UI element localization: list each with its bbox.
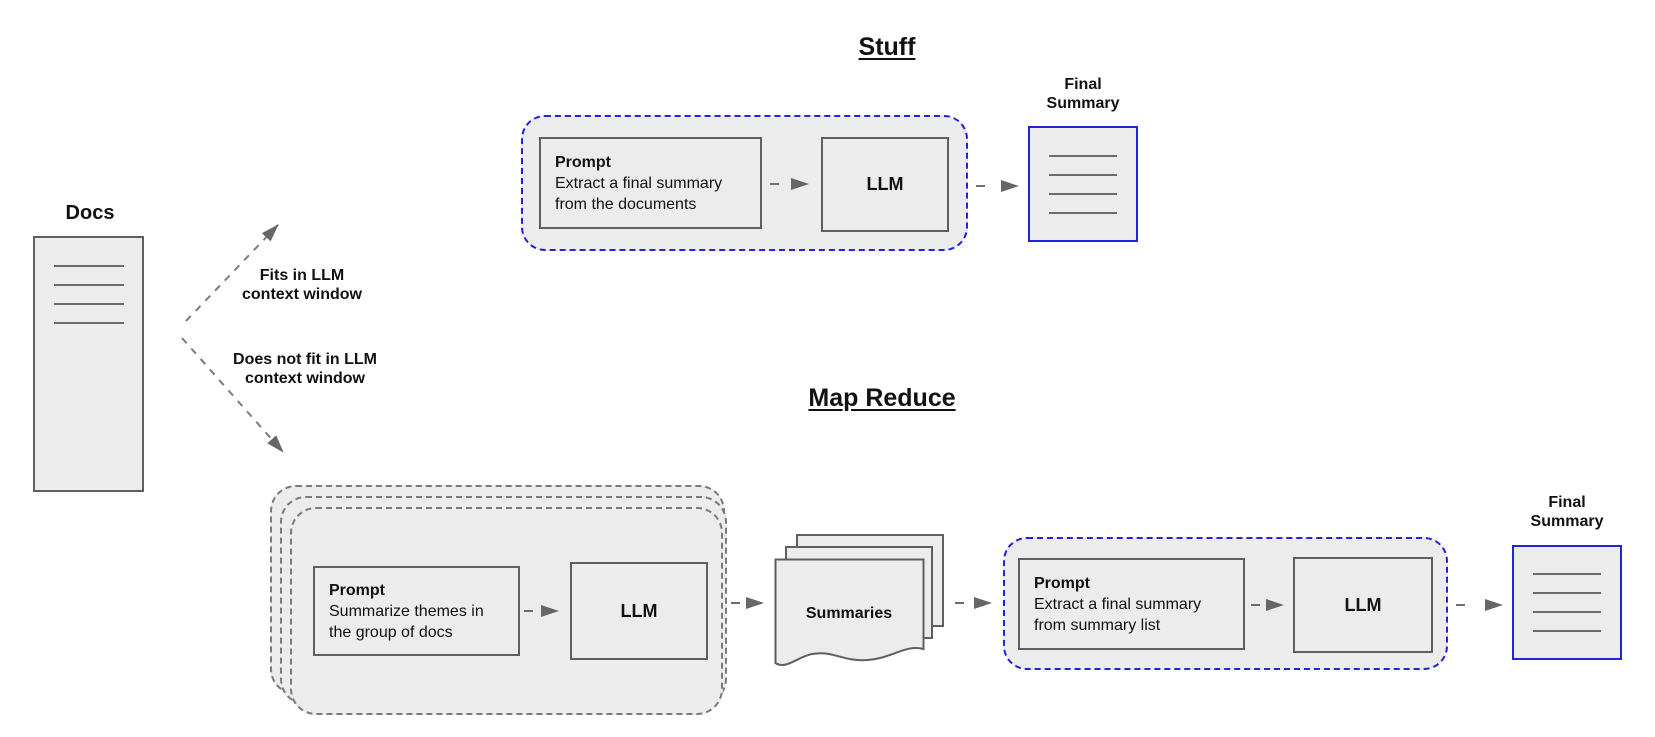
reduce-llm-box: LLM [1293,557,1433,653]
doc-text-line [1049,173,1117,176]
doc-text-line [1533,630,1601,632]
map-prompt-box: Prompt Summarize themes in the group of … [313,566,520,656]
map-prompt-title: Prompt [329,581,385,599]
doc-text-line [1533,592,1601,594]
map-reduce-section-title: Map Reduce [808,384,956,412]
branch-fits-label: Fits in LLM context window [242,266,362,304]
docs-document-shape [33,236,144,492]
doc-text-line [1533,611,1601,613]
branch-not-fits-label: Does not fit in LLM context window [233,350,377,388]
branch-fits-line2: context window [242,286,362,303]
doc-text-line [53,265,124,267]
map-reduce-final-summary-document [1512,545,1622,660]
reduce-prompt-title: Prompt [1034,574,1090,592]
doc-text-line [1049,154,1117,157]
stuff-section-title: Stuff [858,33,916,61]
map-prompt-body: Summarize themes in the group of docs [329,602,484,641]
summaries-pages-icon [774,534,944,666]
stuff-final-summary-document [1028,126,1138,242]
stuff-prompt-title: Prompt [555,153,611,171]
stuff-final-summary-line1: Final [1064,76,1102,93]
docs-label: Docs [65,202,115,224]
doc-text-line [1049,192,1117,195]
branch-not-fits-line2: context window [244,370,365,387]
summaries-label: Summaries [805,605,893,622]
map-llm-box: LLM [570,562,708,660]
stuff-final-summary-label: Final Summary [1047,75,1120,113]
reduce-prompt-box: Prompt Extract a final summary from summ… [1018,558,1245,650]
doc-text-line [53,322,124,324]
doc-text-line [53,303,124,305]
stuff-prompt-box: Prompt Extract a final summary from the … [539,137,762,229]
stuff-prompt-body: Extract a final summary from the documen… [555,174,723,213]
map-reduce-final-summary-line1: Final [1548,494,1586,511]
stuff-final-summary-line2: Summary [1046,95,1120,112]
stuff-llm-box: LLM [821,137,949,232]
reduce-prompt-body: Extract a final summary from summary lis… [1034,595,1202,634]
map-reduce-final-summary-label: Final Summary [1531,493,1604,531]
doc-text-line [53,284,124,286]
branch-fits-line1: Fits in LLM [259,267,345,284]
doc-text-line [1533,573,1601,575]
summaries-page-middle [785,546,933,639]
branch-not-fits-line1: Does not fit in LLM [233,351,377,368]
map-reduce-final-summary-line2: Summary [1530,513,1604,530]
doc-text-line [1049,211,1117,214]
